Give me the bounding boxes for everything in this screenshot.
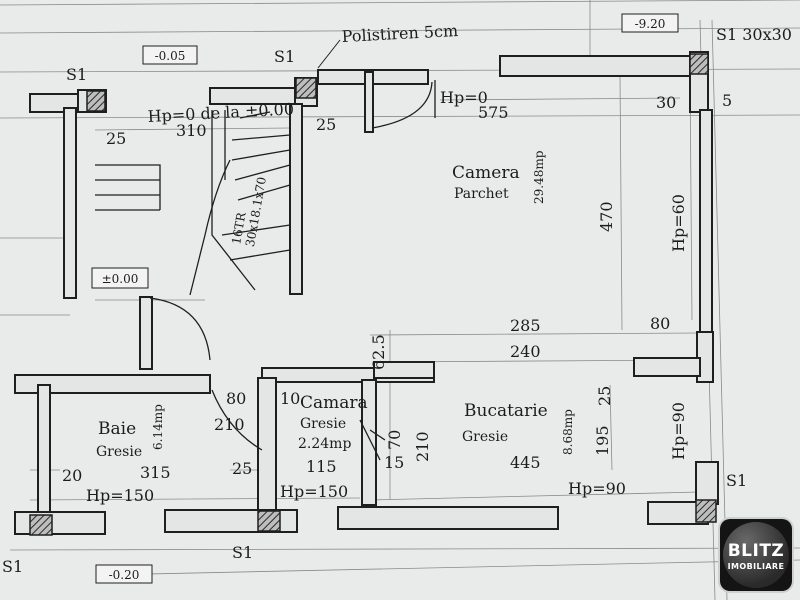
column-label-tl: S1: [66, 65, 87, 84]
dim-285: 285: [510, 316, 541, 335]
column-label-bm: S1: [232, 543, 253, 562]
column-hatches: [29, 53, 717, 536]
blitz-logo: BLITZ IMOBILIARE: [720, 519, 792, 591]
room-baie-material: Gresie: [96, 444, 142, 460]
dim-25-left: 25: [106, 129, 126, 148]
dim-445: 445: [510, 453, 541, 472]
dim-80-right: 80: [650, 314, 670, 333]
dim-210-bath: 210: [214, 415, 245, 434]
logo-word-main: BLITZ: [727, 541, 785, 561]
level-marker-bottom: [95, 564, 153, 584]
dim-15: 15: [384, 453, 404, 472]
dim-575: 575: [478, 103, 509, 122]
stair: [95, 110, 291, 296]
dimension-labels: 25 310 25 Hp=0 575 30 5 470 Hp=60 285 80…: [62, 88, 732, 505]
logo-word-sub: IMOBILIARE: [727, 562, 785, 571]
dim-10: 10: [280, 389, 300, 408]
room-labels: Camera Parchet 29.48mp Baie Gresie 6.14m…: [96, 150, 575, 460]
dim-30: 30: [656, 93, 676, 112]
column-label-tr: S1 30x30: [716, 25, 792, 44]
room-bucatarie-area: 8.68mp: [561, 409, 575, 455]
column-label-tm: S1: [274, 47, 295, 66]
dim-25-bath: 25: [232, 459, 252, 478]
room-camara-material: Gresie: [300, 416, 346, 432]
level-markers: -0.05 -9.20 ±0.00 -0.20: [91, 13, 679, 584]
dim-470: 470: [597, 201, 616, 232]
dim-hp150-bath: Hp=150: [86, 486, 154, 505]
level-bottom: -0.20: [109, 568, 140, 582]
insulation-leader: [317, 39, 341, 69]
dim-25-kitchen: 25: [595, 386, 614, 406]
level-stair-landing: ±0.00: [102, 272, 139, 286]
dim-62-5: 62.5: [369, 334, 388, 370]
dim-310: 310: [176, 121, 207, 140]
room-camara-name: Camara: [300, 393, 368, 413]
column-label-br: S1: [726, 471, 747, 490]
stair-treads: 16TR 30x18.1x70: [229, 173, 269, 248]
level-marker-stair: [91, 267, 149, 289]
dim-25-right: 25: [316, 115, 336, 134]
dim-240: 240: [510, 342, 541, 361]
insulation-note: Polistiren 5cm: [341, 21, 458, 46]
stair-height-note: Hp=0 de la ±0.00: [147, 99, 294, 126]
dim-hp0: Hp=0: [440, 88, 488, 107]
level-top-left: -0.05: [155, 49, 186, 63]
logo-emblem: [723, 522, 789, 588]
dim-5: 5: [722, 91, 732, 110]
stair-treads-line2: 30x18.1x70: [243, 176, 269, 248]
room-bucatarie-material: Gresie: [462, 429, 508, 445]
room-baie-name: Baie: [98, 419, 136, 439]
level-marker-top-left: [142, 45, 198, 65]
dim-315: 315: [140, 463, 171, 482]
dim-hp60: Hp=60: [669, 194, 688, 252]
level-top-right: -9.20: [635, 17, 666, 31]
dim-210-kitchen: 210: [413, 431, 432, 462]
room-camera-material: Parchet: [454, 186, 509, 202]
column-label-bl: S1: [2, 557, 23, 576]
walls: [14, 51, 719, 535]
room-baie-area: 6.14mp: [151, 404, 165, 450]
stair-treads-line1: 16TR: [229, 210, 249, 245]
dim-hp150-pantry: Hp=150: [280, 482, 348, 501]
dim-hp90-side: Hp=90: [669, 402, 688, 460]
doors: [149, 80, 436, 461]
dim-195: 195: [593, 425, 612, 456]
room-camara-area: 2.24mp: [298, 436, 351, 452]
room-camera-name: Camera: [452, 163, 520, 183]
column-labels: S1 S1 S1 30x30 S1 S1 S1: [2, 25, 792, 576]
room-camera-area: 29.48mp: [532, 150, 546, 204]
dim-hp90-bottom: Hp=90: [568, 479, 626, 498]
dim-70: 70: [385, 430, 404, 450]
dim-80-bath: 80: [226, 389, 246, 408]
room-bucatarie-name: Bucatarie: [464, 401, 548, 421]
level-marker-top-right: [621, 13, 679, 33]
dim-115: 115: [306, 457, 337, 476]
dim-20: 20: [62, 466, 82, 485]
